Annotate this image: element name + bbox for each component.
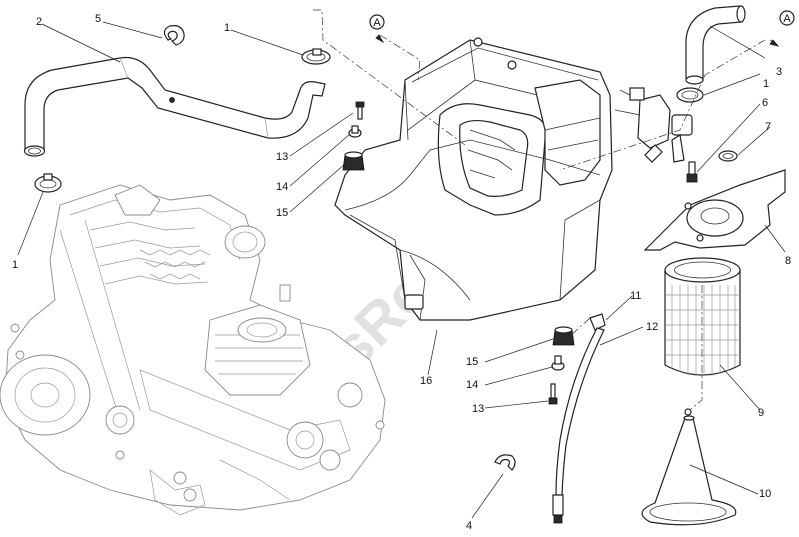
callout-4: 4 — [466, 520, 472, 532]
callout-2: 2 — [36, 16, 42, 28]
air-filter — [664, 257, 741, 376]
washer-upper — [348, 125, 362, 138]
grommet-lower — [552, 326, 575, 346]
grommet-upper — [342, 151, 365, 171]
reference-a-right-label: A — [783, 13, 791, 25]
screw-lower — [548, 383, 558, 405]
callout-10: 10 — [759, 488, 771, 500]
callout-1-left: 1 — [12, 259, 18, 271]
callout-9: 9 — [758, 407, 764, 419]
hose-clamp-top — [301, 48, 331, 65]
assembly-lines — [313, 9, 766, 411]
breather-pipe — [685, 5, 746, 85]
callout-12: 12 — [646, 321, 658, 333]
callout-16: 16 — [420, 375, 432, 387]
filter-cover — [643, 169, 786, 251]
spring-clip — [494, 454, 516, 471]
reference-a-top: A — [369, 14, 385, 44]
engine-assembly — [0, 184, 386, 516]
callout-8: 8 — [785, 255, 791, 267]
callout-1-top: 1 — [224, 22, 230, 34]
callout-14-lower: 14 — [466, 379, 478, 391]
drain-hose — [552, 327, 605, 524]
callout-6: 6 — [762, 97, 768, 109]
leader-lines — [17, 21, 786, 519]
washer-lower — [551, 355, 565, 371]
callout-15-upper: 15 — [276, 207, 288, 219]
callout-labels: 2 5 1 1 13 14 15 3 1 6 7 8 9 10 11 12 16… — [12, 13, 791, 532]
callout-15-lower: 15 — [466, 356, 478, 368]
drain-fitting — [589, 313, 606, 331]
callout-14-upper: 14 — [276, 181, 288, 193]
callout-3: 3 — [776, 66, 782, 78]
callout-7: 7 — [765, 121, 771, 133]
callout-11: 11 — [630, 290, 641, 302]
filter-screw — [686, 161, 698, 183]
callout-5: 5 — [95, 13, 101, 25]
reference-a-top-label: A — [373, 17, 381, 29]
hose-clip — [163, 25, 185, 46]
filter-clamp — [718, 150, 738, 162]
hose-clamp-right — [676, 87, 704, 103]
hose-clamp-left — [34, 173, 62, 193]
airbox — [334, 37, 613, 321]
reference-a-right: A — [769, 10, 795, 47]
screw-upper — [355, 101, 365, 120]
callout-1-right: 1 — [763, 78, 769, 90]
callout-13-lower: 13 — [472, 403, 484, 415]
intake-funnel — [641, 408, 737, 526]
breather-valve — [614, 87, 693, 163]
breather-hose — [23, 56, 326, 157]
callout-13-upper: 13 — [276, 151, 288, 163]
